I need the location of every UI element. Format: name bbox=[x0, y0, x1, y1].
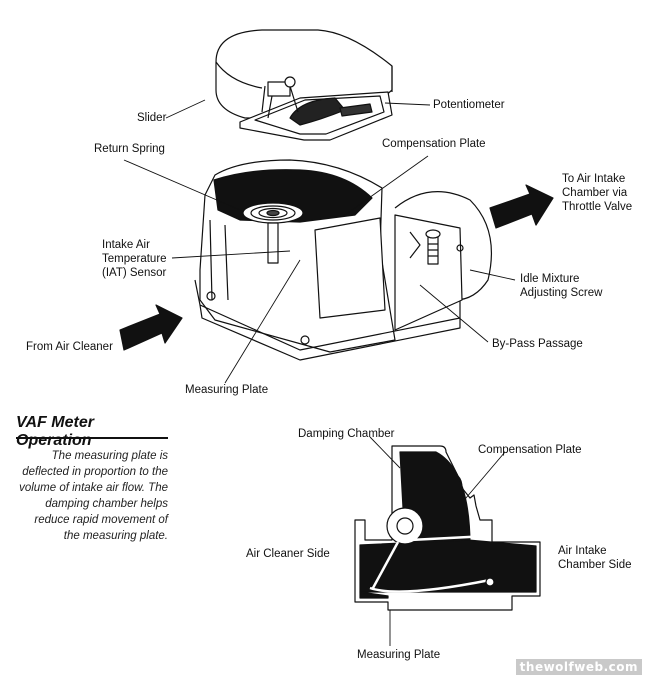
section-divider bbox=[16, 437, 168, 439]
potentiometer-assembly bbox=[215, 29, 393, 141]
label-compensation-plate-section: Compensation Plate bbox=[478, 444, 582, 456]
vaf-meter-body bbox=[194, 159, 493, 361]
label-damping-chamber: Damping Chamber bbox=[298, 428, 395, 440]
label-slider: Slider bbox=[137, 112, 167, 124]
label-measuring-plate-top: Measuring Plate bbox=[185, 384, 269, 396]
label-air-cleaner-side: Air Cleaner Side bbox=[246, 548, 330, 560]
label-idle-mixture-screw: Idle Mixture Adjusting Screw bbox=[520, 273, 603, 299]
label-return-spring: Return Spring bbox=[94, 143, 165, 155]
label-air-intake-chamber-side: Air Intake Chamber Side bbox=[558, 545, 632, 571]
label-to-air-intake: To Air Intake Chamber via Throttle Valve bbox=[562, 173, 633, 213]
watermark: thewolfweb.com bbox=[515, 659, 642, 675]
label-from-air-cleaner: From Air Cleaner bbox=[26, 341, 113, 353]
outflow-arrow bbox=[489, 184, 554, 229]
inflow-arrow bbox=[119, 304, 183, 351]
section-title: VAF Meter Operation bbox=[16, 414, 94, 449]
label-iat-sensor: Intake Air Temperature (IAT) Sensor bbox=[102, 239, 167, 279]
section-description: The measuring plate is deflected in prop… bbox=[19, 450, 168, 542]
label-measuring-plate-section: Measuring Plate bbox=[357, 649, 441, 661]
label-potentiometer: Potentiometer bbox=[433, 99, 505, 111]
label-compensation-plate-top: Compensation Plate bbox=[382, 138, 486, 150]
cross-section-diagram bbox=[354, 445, 541, 611]
label-bypass-passage: By-Pass Passage bbox=[492, 338, 583, 350]
